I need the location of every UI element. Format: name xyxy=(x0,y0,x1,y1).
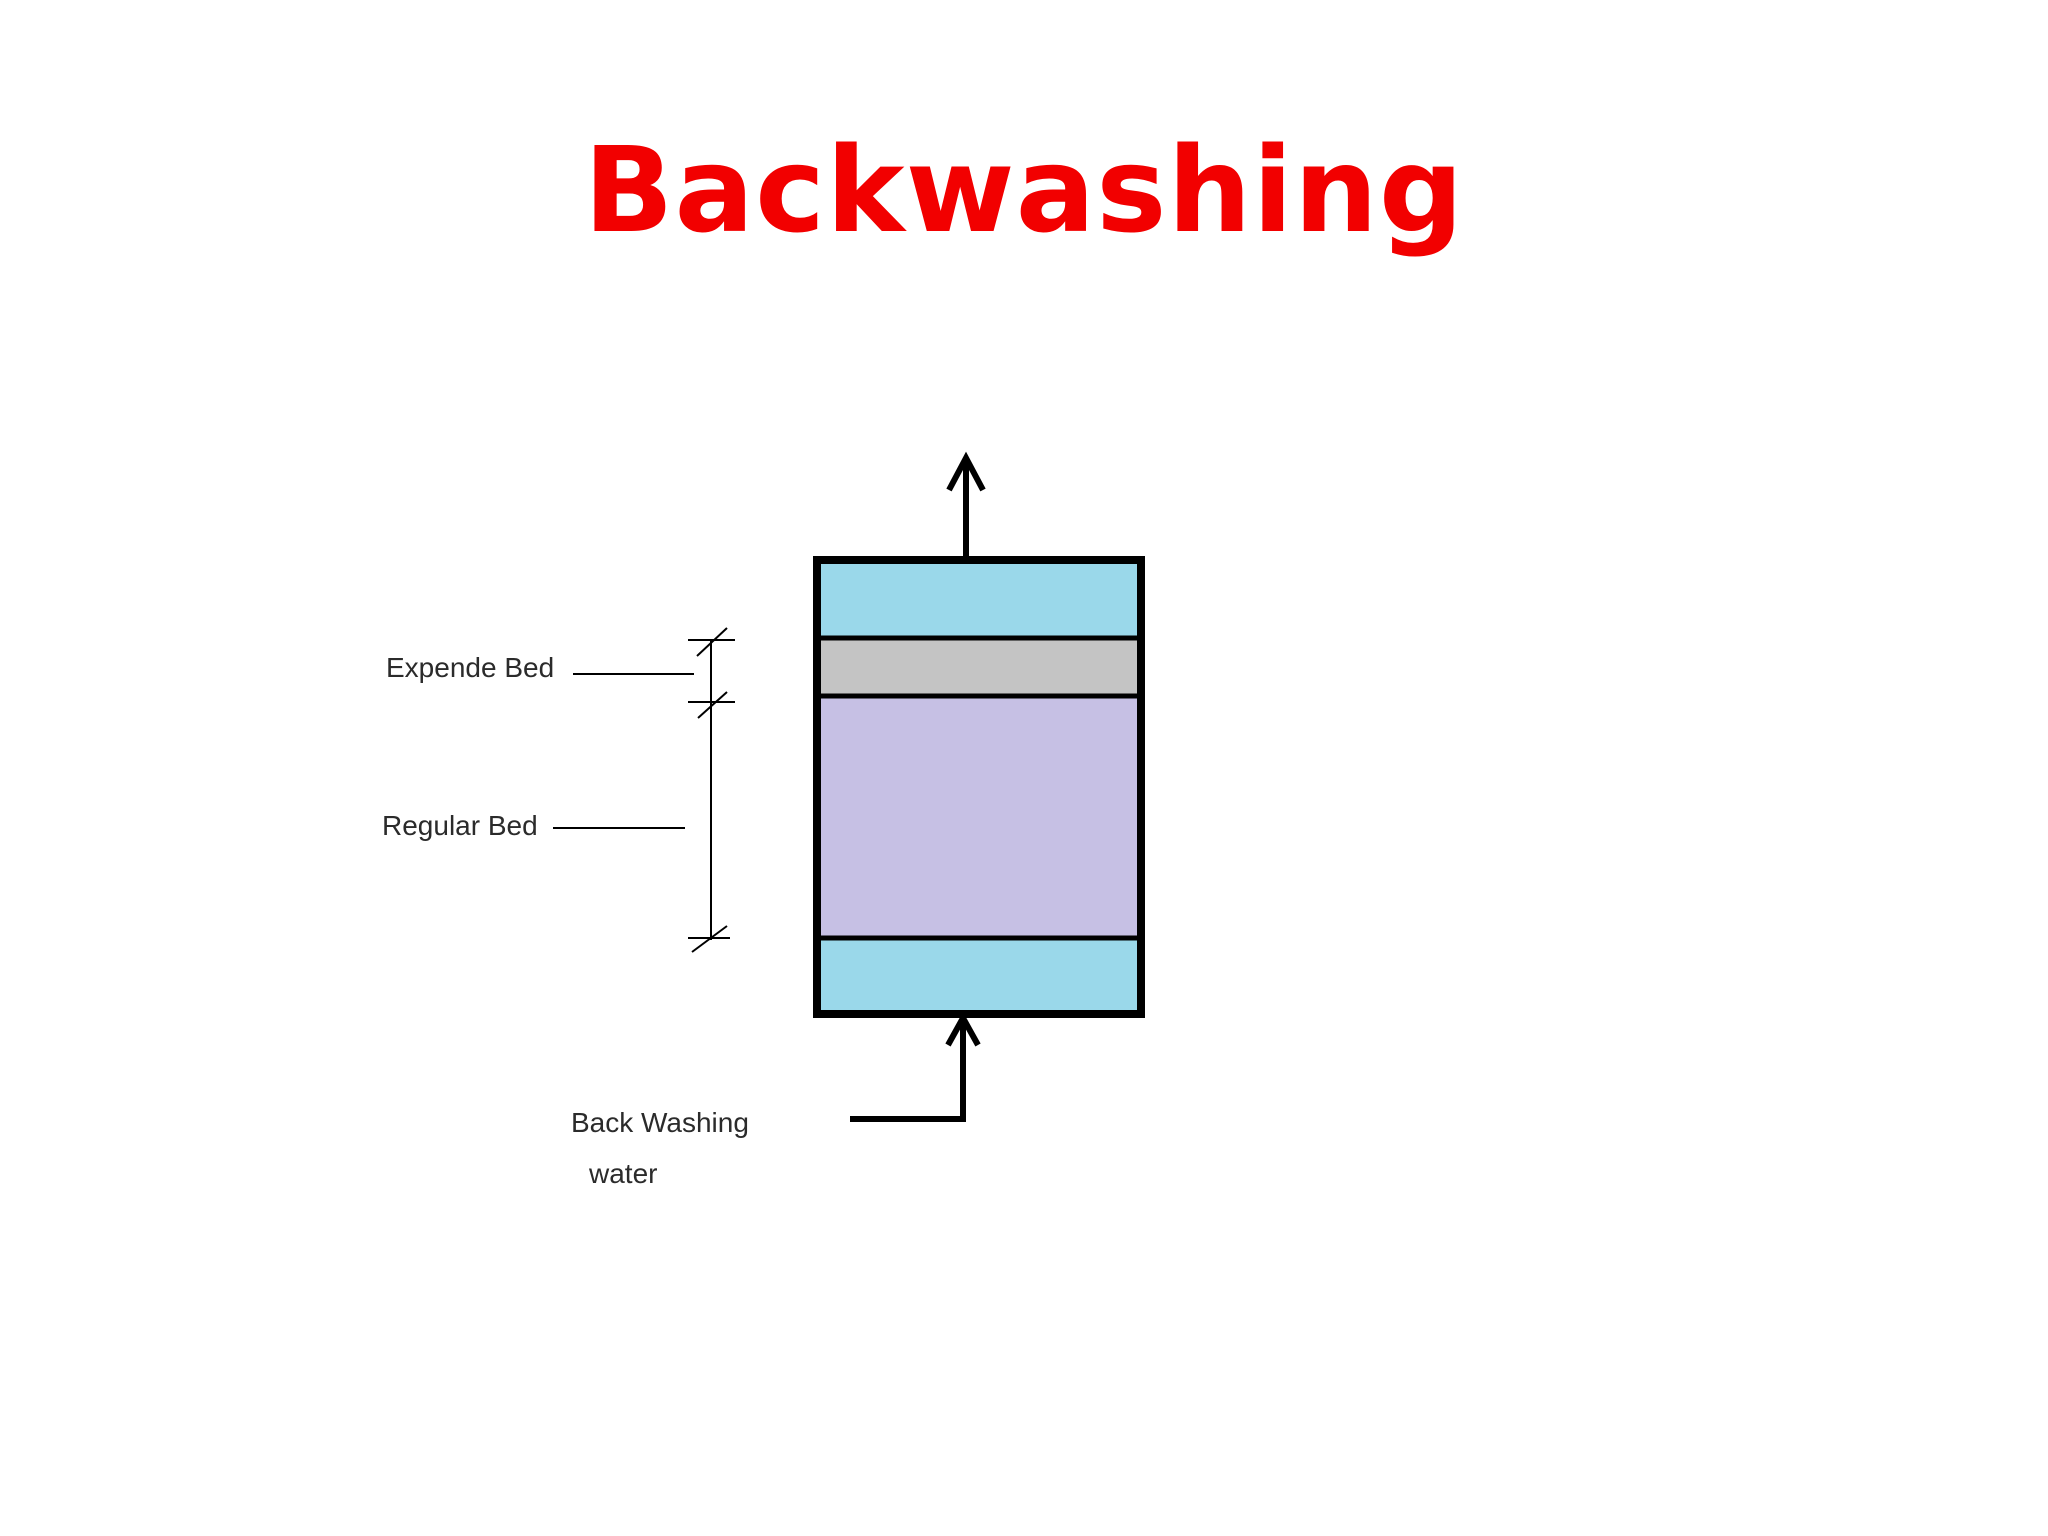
dimension-lines xyxy=(688,627,735,953)
inlet-label-line1: Back Washing xyxy=(571,1107,749,1138)
top-water-layer xyxy=(817,560,1141,638)
regular-bed-label: Regular Bed xyxy=(382,810,538,841)
slide-title: Backwashing xyxy=(583,121,1465,259)
expanded-bed-layer xyxy=(817,638,1141,696)
outlet-arrow-icon xyxy=(946,451,986,558)
column-outline xyxy=(813,556,1145,1018)
regular-bed-layer xyxy=(817,696,1141,938)
filter-column xyxy=(813,556,1145,1018)
expanded-bed-label: Expende Bed xyxy=(386,652,554,683)
inlet-label-line2: water xyxy=(588,1158,657,1189)
bottom-water-layer xyxy=(817,938,1141,1014)
inlet-arrow-icon xyxy=(850,1011,981,1122)
